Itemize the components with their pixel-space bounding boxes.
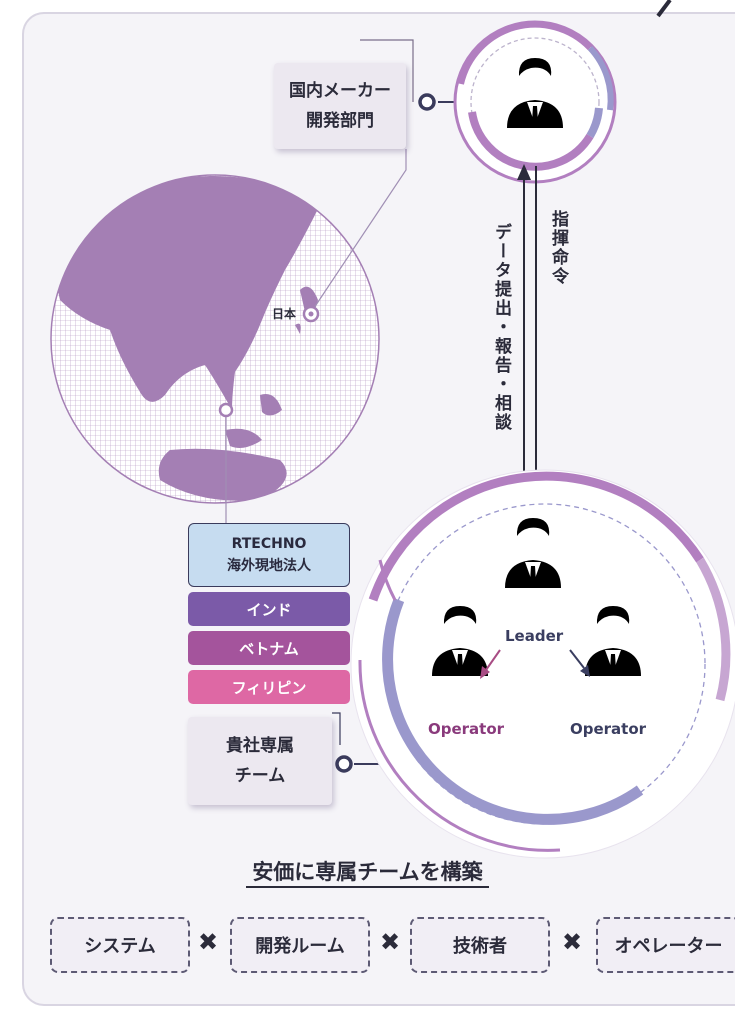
team-circle bbox=[350, 469, 735, 859]
maker-node-icon bbox=[418, 93, 436, 111]
keyword-engineers: 技術者 bbox=[410, 917, 550, 973]
leader-to-operator-arrows bbox=[480, 649, 590, 679]
country-vietnam: ベトナム bbox=[188, 631, 350, 665]
team-line-1: 貴社専属 bbox=[226, 736, 294, 756]
report-label: データ提出・報告・相談 bbox=[491, 223, 511, 432]
team-node-icon bbox=[335, 755, 353, 773]
asia-marker-icon bbox=[218, 402, 234, 418]
japan-connector-line bbox=[309, 149, 407, 315]
arrow-up-icon bbox=[517, 164, 531, 180]
times-icon: ✖ bbox=[198, 928, 219, 956]
japan-label: 日本 bbox=[272, 307, 297, 321]
country-philippines: フィリピン bbox=[188, 670, 350, 704]
corner-accent-stroke bbox=[656, 0, 672, 18]
rtechno-name: RTECHNO bbox=[231, 536, 307, 552]
tagline-text: 安価に専属チームを構築 bbox=[246, 860, 489, 888]
maker-line-2: 開発部門 bbox=[306, 111, 374, 131]
dedicated-team-box: 貴社専属 チーム bbox=[188, 717, 332, 805]
operator-left-label: Operator bbox=[428, 720, 505, 738]
times-icon: ✖ bbox=[380, 928, 401, 956]
leader-label: Leader bbox=[505, 627, 564, 645]
keyword-dev-room: 開発ルーム bbox=[230, 917, 370, 973]
tagline: 安価に専属チームを構築 bbox=[0, 856, 735, 888]
rtechno-box: RTECHNO 海外現地法人 bbox=[188, 523, 350, 587]
operator-right-label: Operator bbox=[570, 720, 647, 738]
maker-line-1: 国内メーカー bbox=[289, 81, 391, 101]
world-globe bbox=[50, 174, 380, 504]
maker-callout-line bbox=[360, 39, 414, 102]
communication-arrows bbox=[517, 164, 543, 512]
domestic-maker-box: 国内メーカー 開発部門 bbox=[274, 63, 406, 149]
keyword-system: システム bbox=[50, 917, 190, 973]
team-line-2: チーム bbox=[234, 766, 286, 786]
command-label: 指揮命令 bbox=[548, 210, 568, 286]
keyword-operators: オペレーター bbox=[596, 917, 735, 973]
times-icon: ✖ bbox=[562, 928, 583, 956]
country-india: インド bbox=[188, 592, 350, 626]
rtechno-subtitle: 海外現地法人 bbox=[227, 558, 311, 574]
